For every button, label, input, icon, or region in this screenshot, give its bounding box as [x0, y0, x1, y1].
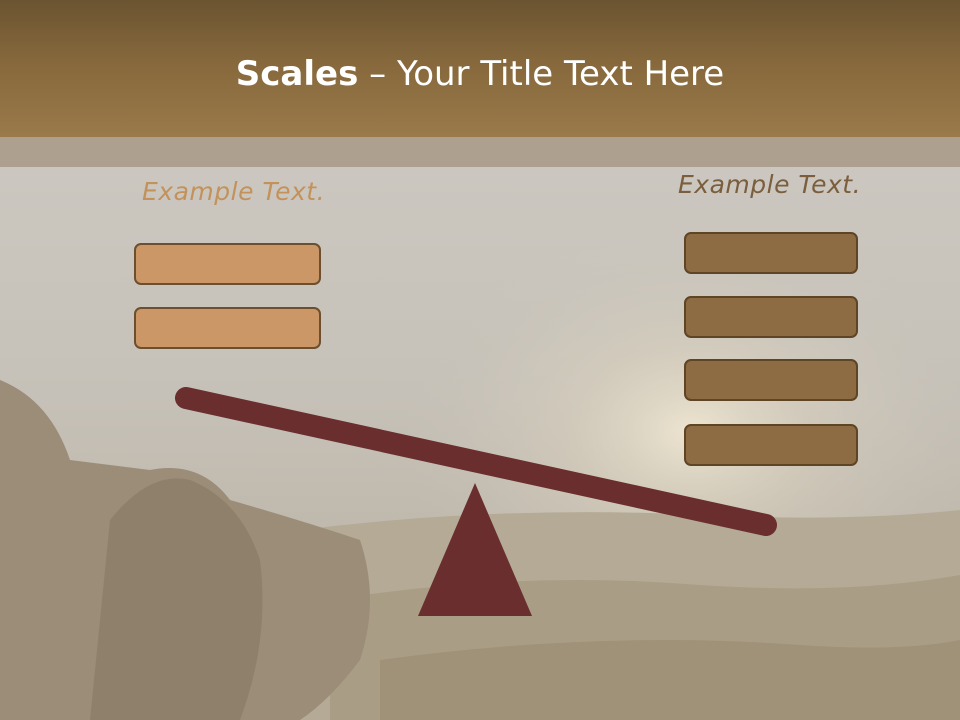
fulcrum-triangle	[418, 483, 532, 616]
title-rest: – Your Title Text Here	[358, 54, 725, 94]
title-bold: Scales	[235, 54, 359, 94]
slide-title: Scales – Your Title Text Here	[0, 50, 960, 98]
right-box-3	[684, 359, 858, 401]
right-box-1	[684, 232, 858, 274]
right-box-2	[684, 296, 858, 338]
right-label: Example Text.	[678, 170, 862, 199]
left-box-2	[134, 307, 321, 349]
seesaw-beam	[175, 387, 777, 536]
title-strip	[0, 137, 960, 167]
left-box-1	[134, 243, 321, 285]
right-box-4	[684, 424, 858, 466]
left-label: Example Text.	[142, 177, 326, 206]
title-bar	[0, 0, 960, 137]
